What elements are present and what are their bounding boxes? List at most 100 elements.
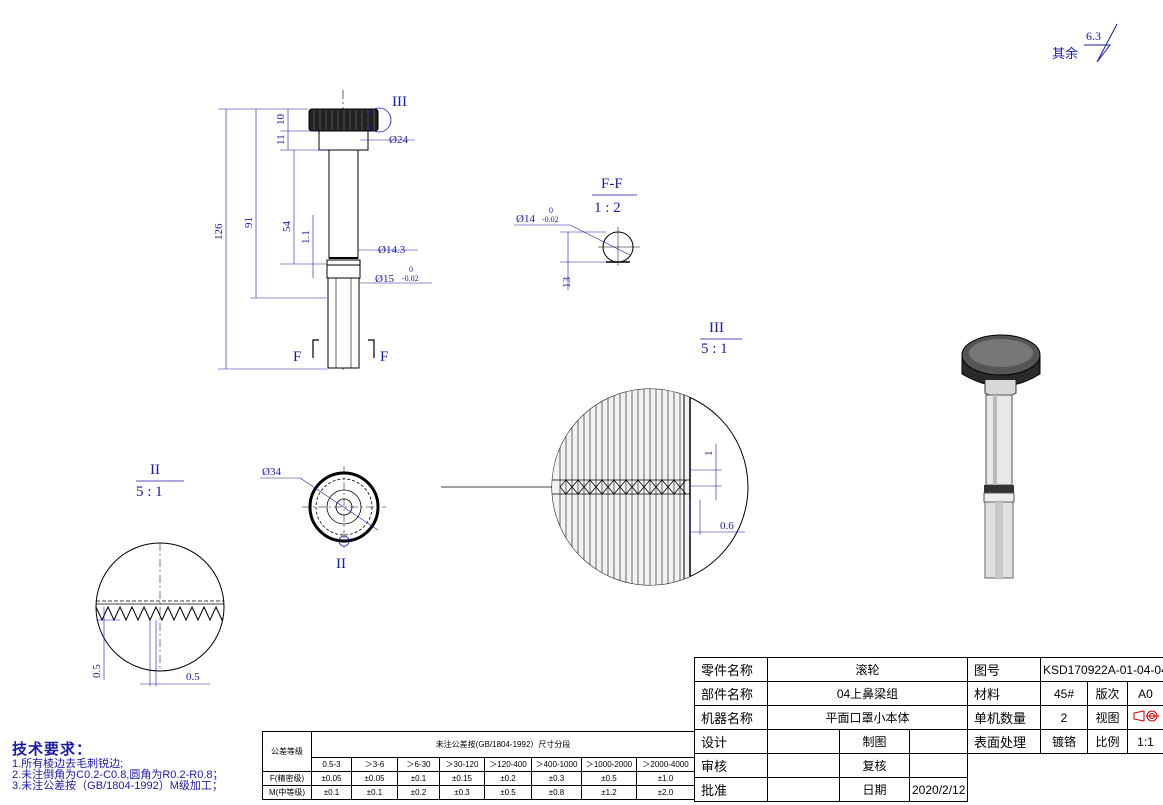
tol-table-title: 未注公差按(GB/1804-1992）尺寸分段 [310, 731, 696, 758]
detail-2-callout: II [336, 556, 346, 572]
view-label: 视图 [1087, 705, 1128, 730]
title-block-blank [968, 778, 1163, 802]
surface-value: 镀铬 [1040, 729, 1088, 754]
dim-54: 54 [281, 221, 293, 233]
tol-cell: ±0.1 [351, 785, 398, 800]
tol-grade-f: F(精密级) [262, 771, 312, 786]
tol-cell: ±0.1 [311, 785, 352, 800]
tol-cell: ±0.5 [581, 771, 637, 786]
section-ff-view: F-F 1 : 2 Ø14 0 -0.02 13 [514, 176, 640, 290]
drawing-no-value: KSD170922A-01-04-04 [1039, 657, 1163, 682]
machine-value: 平面口罩小本体 [767, 705, 968, 730]
roughness-label: 其余 [1052, 46, 1078, 61]
detail-2-title: II [150, 462, 160, 478]
detail-3-title: III [709, 320, 724, 336]
tol-dia15-upper: 0 [409, 265, 413, 274]
design-value [767, 729, 840, 754]
tol-dia14-lower: -0.02 [542, 215, 559, 224]
roughness-symbol: 其余 6.3 [1052, 23, 1118, 63]
revision-label: 版次 [1087, 681, 1128, 706]
dim-11: 11 [275, 134, 287, 145]
dim-10: 10 [275, 114, 287, 126]
tol-cell: ±0.05 [351, 771, 398, 786]
dim-dia34: Ø34 [262, 466, 281, 478]
component-label: 部件名称 [694, 681, 768, 706]
tol-range: 0.5-3 [311, 757, 352, 772]
note-item: 3.未注公差按（GB/1804-1992）M级加工； [12, 780, 223, 792]
tol-cell: ±1.2 [581, 785, 637, 800]
recheck-value [909, 753, 968, 778]
tol-range: ＞2000-4000 [635, 757, 696, 772]
tol-cell: ±0.1 [397, 771, 440, 786]
detail-2-scale: 5 : 1 [136, 484, 163, 500]
scale-label: 比例 [1087, 729, 1128, 754]
tol-grade-m: M(中等级) [262, 785, 312, 800]
review-value [767, 753, 840, 778]
date-value: 2020/2/12 [909, 777, 968, 802]
note-item: 2.未注倒角为C0.2-C0.8,圆角为R0.2-R0.8； [12, 769, 224, 781]
qty-value: 2 [1040, 705, 1088, 730]
dim-126: 126 [213, 223, 225, 240]
section-mark-right: F [380, 349, 388, 365]
title-block-blank [967, 753, 1163, 778]
part-name-label: 零件名称 [694, 657, 768, 682]
tol-cell: ±2.0 [635, 785, 696, 800]
tol-range: ＞400-1000 [531, 757, 582, 772]
main-view: III 126 91 10 11 54 1.1 Ø24 Ø14.3 Ø15 0 [213, 90, 432, 370]
design-label: 设计 [694, 729, 768, 754]
part-name-value: 滚轮 [767, 657, 968, 682]
qty-label: 单机数量 [967, 705, 1041, 730]
approve-label: 批准 [694, 777, 768, 802]
approve-value [767, 777, 840, 802]
tol-cell: ±0.2 [397, 785, 440, 800]
tol-cell: ±0.3 [439, 785, 485, 800]
dim-dia24: Ø24 [389, 134, 408, 146]
tol-dia14-upper: 0 [549, 206, 553, 215]
tol-cell: ±1.0 [635, 771, 696, 786]
tol-cell: ±0.15 [439, 771, 485, 786]
detail-2-dim-b: 0.5 [186, 671, 200, 683]
detail-2-dim-a: 0.5 [91, 664, 103, 678]
tol-cell: ±0.2 [484, 771, 532, 786]
roughness-value: 6.3 [1086, 29, 1101, 43]
component-value: 04上鼻梁组 [767, 681, 968, 706]
dim-1-1: 1.1 [300, 230, 312, 244]
dim-dia14: Ø14 [516, 213, 535, 225]
tol-range: ＞3-6 [351, 757, 398, 772]
detail-3-view: III 5 : 1 [441, 320, 749, 586]
surface-label: 表面处理 [967, 729, 1041, 754]
tol-cell: ±0.05 [311, 771, 352, 786]
tol-cell: ±0.5 [484, 785, 532, 800]
date-label: 日期 [839, 777, 910, 802]
tol-cell: ±0.3 [531, 771, 582, 786]
revision-value: A0 [1126, 681, 1163, 706]
detail-3-callout: III [392, 94, 407, 110]
tol-range: ＞120-400 [484, 757, 532, 772]
tol-cell: ±0.8 [531, 785, 582, 800]
recheck-label: 复核 [839, 753, 910, 778]
detail-3-scale: 5 : 1 [701, 341, 728, 357]
part-3d-render [961, 334, 1041, 579]
end-view: II Ø34 [260, 466, 386, 572]
dim-13: 13 [561, 277, 573, 289]
section-ff-scale: 1 : 2 [594, 200, 621, 216]
technical-notes: 技术要求： 1.所有棱边去毛刺锐边; 2.未注倒角为C0.2-C0.8,圆角为R… [12, 738, 274, 792]
detail-2-view: II 5 : 1 0.5 0.5 [91, 462, 225, 686]
machine-label: 机器名称 [694, 705, 768, 730]
tol-dia15-lower: -0.02 [402, 274, 419, 283]
projection-icon [1133, 710, 1159, 722]
drawing-no-label: 图号 [967, 657, 1041, 682]
tol-range: ＞1000-2000 [581, 757, 637, 772]
tolerance-table: 公差等级 未注公差按(GB/1804-1992）尺寸分段 0.5-3 ＞3-6 … [262, 731, 696, 800]
dim-dia15: Ø15 [375, 273, 394, 285]
drawn-value [909, 729, 968, 754]
tol-range: ＞30-120 [439, 757, 485, 772]
dim-dia14-3: Ø14.3 [378, 244, 406, 256]
scale-value: 1:1 [1126, 729, 1163, 754]
tol-range: ＞6-30 [397, 757, 440, 772]
dim-91: 91 [243, 217, 255, 228]
notes-title: 技术要求： [12, 741, 93, 758]
drawn-label: 制图 [839, 729, 910, 754]
note-item: 1.所有棱边去毛刺锐边; [12, 758, 124, 770]
